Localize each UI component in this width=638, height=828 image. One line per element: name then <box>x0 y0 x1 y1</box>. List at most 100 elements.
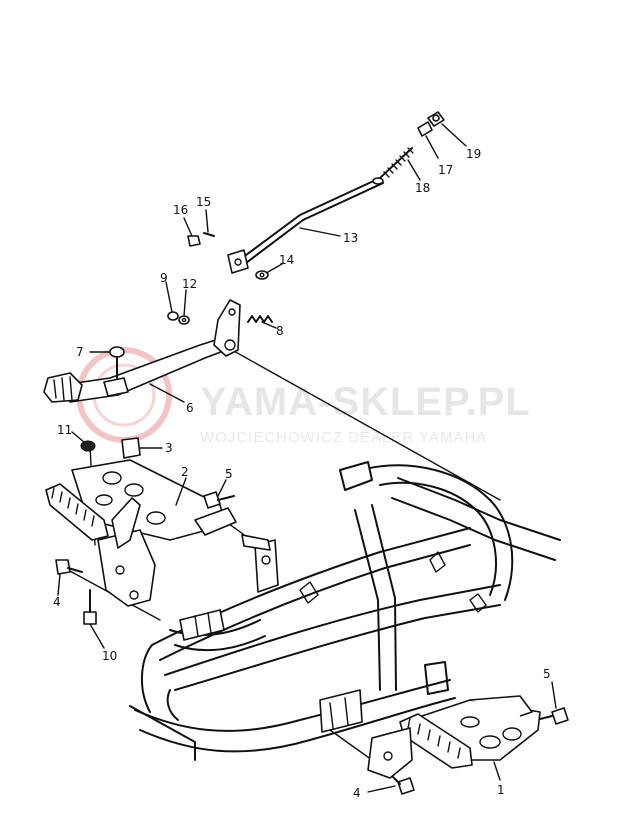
pivot-shaft <box>241 534 271 551</box>
brake-arm-upper <box>227 249 249 274</box>
leader-14 <box>267 263 283 273</box>
leader-6 <box>149 383 185 403</box>
frame-lower-left-tube <box>169 619 261 637</box>
left-footrest-mount-arm <box>111 497 141 549</box>
right-footrest <box>367 695 541 779</box>
left-footrest-peg-teeth <box>51 487 95 527</box>
pin-16 <box>187 235 201 247</box>
leader-1 <box>493 761 501 781</box>
nut-11 <box>80 440 96 452</box>
callout-2: 2 <box>181 465 189 479</box>
callouts: 1 2 3 4 4 5 5 6 7 8 9 10 11 12 13 14 15 … <box>53 147 551 800</box>
brake-rod-collar <box>372 177 384 185</box>
frame-lower-left-tube-edge <box>174 635 266 652</box>
left-footrest-hole-2 <box>124 483 144 497</box>
return-spring <box>247 315 273 323</box>
callout-14: 14 <box>279 253 294 267</box>
brake-rod-thread-marks <box>383 147 414 178</box>
right-footrest-bracket-hole <box>383 751 393 761</box>
leader-8 <box>261 321 277 329</box>
washer-14-hole <box>259 272 265 278</box>
cotter-pin-15 <box>203 232 215 237</box>
frame-rear-loop-inner <box>379 481 497 596</box>
watermark-title: YAMA-SKLEP.PL <box>200 380 531 424</box>
brake-pedal <box>43 299 241 403</box>
left-footrest-rear-tab <box>194 507 237 536</box>
brake-pedal-upper-hole <box>228 308 236 316</box>
frame-right-cross-edge <box>391 497 556 561</box>
callout-10: 10 <box>102 649 117 663</box>
callout-4-left: 4 <box>53 595 61 609</box>
frame-right-upright-edge <box>371 504 397 691</box>
callout-19: 19 <box>466 147 481 161</box>
frame-right-bracket <box>424 661 449 695</box>
leader-4a <box>57 573 61 596</box>
left-footrest-bracket-hole-1 <box>115 565 125 575</box>
adjuster-parts <box>417 111 445 137</box>
callout-4-right: 4 <box>353 786 361 800</box>
nut-9 <box>167 311 179 321</box>
bolt-5-left-shank <box>217 495 235 501</box>
callout-16: 16 <box>173 203 188 217</box>
leader-16 <box>183 217 193 237</box>
frame-upper-tube-lower-edge <box>159 544 471 661</box>
frame <box>129 461 561 761</box>
frame-lower-left-member <box>129 705 196 761</box>
frame-lower-tube <box>134 679 451 732</box>
callout-5-right: 5 <box>543 667 551 681</box>
frame-middle-tube <box>164 584 501 676</box>
frame-rear-loop <box>369 464 514 601</box>
brake-pedal-stopper-block <box>103 377 129 397</box>
callout-leaders <box>57 123 557 793</box>
frame-center-bracket-detail <box>329 697 349 729</box>
leader-11 <box>71 431 85 443</box>
bolt-5-left <box>203 491 221 509</box>
frame-upper-tube <box>151 527 471 646</box>
callout-9: 9 <box>160 271 168 285</box>
leader-9 <box>165 281 173 313</box>
callout-15: 15 <box>196 195 211 209</box>
leader-18 <box>407 159 421 181</box>
adjust-bolt-head <box>109 346 125 358</box>
frame-tube-detail-1 <box>299 581 319 604</box>
callout-3: 3 <box>165 441 173 455</box>
left-footrest-bracket <box>97 529 156 607</box>
left-footrest-hole-1 <box>102 471 122 485</box>
callout-18: 18 <box>415 181 430 195</box>
frame-lower-tube-lower-edge <box>139 697 456 753</box>
ref-line-footrest-right <box>329 729 373 761</box>
leader-19 <box>441 123 467 147</box>
rod-end-joint-pin <box>432 114 440 122</box>
bolt-4-left-shank <box>67 567 83 573</box>
bolt-10-head <box>83 611 97 625</box>
brake-rod-shaft <box>241 177 381 259</box>
leader-10 <box>89 623 105 649</box>
washer-12-hole <box>181 317 187 323</box>
right-footrest-hole-1 <box>479 735 501 749</box>
callout-17: 17 <box>438 163 453 177</box>
bolt-4-right <box>397 777 415 795</box>
watermark-subtitle: WOJCIECHOWICZ DEALER YAMAHA <box>200 429 487 446</box>
brake-pedal-pad-ribs <box>53 376 73 401</box>
frame-tube-detail-3 <box>469 593 487 613</box>
hardware <box>80 232 269 452</box>
callout-5-left: 5 <box>225 467 233 481</box>
callout-8: 8 <box>276 324 284 338</box>
frame-left-clamp-detail <box>194 612 212 637</box>
frame-tube-detail-2 <box>429 551 446 573</box>
frame-center-bracket <box>319 689 363 733</box>
leader-5b <box>551 681 557 709</box>
brake-pedal-pivot-hole <box>224 339 236 351</box>
right-footrest-hole-3 <box>460 716 480 728</box>
frame-middle-tube-lower-edge <box>174 604 501 691</box>
callout-6: 6 <box>186 401 194 415</box>
frame-front-curve-inner <box>166 689 179 721</box>
frame-right-upright <box>354 509 381 691</box>
leader-13 <box>299 227 341 237</box>
callout-12: 12 <box>182 277 197 291</box>
frame-front-curve <box>140 644 153 713</box>
callout-11: 11 <box>57 423 72 437</box>
right-footrest-hole-2 <box>502 727 522 741</box>
callout-13: 13 <box>343 231 358 245</box>
